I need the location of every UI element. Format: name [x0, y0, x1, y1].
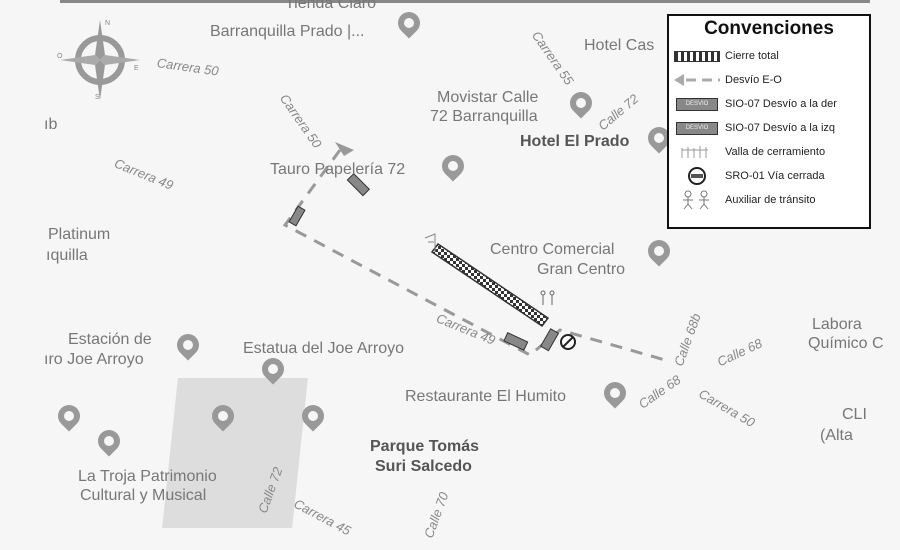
place-label[interactable]: Suri Salcedo	[375, 458, 472, 475]
place-label[interactable]: Estatua del Joe Arroyo	[243, 340, 404, 357]
legend-label: Desvío E-O	[725, 74, 782, 86]
fence-icon	[424, 233, 436, 252]
detour-sign-icon	[539, 328, 560, 352]
traffic-assistant-icon	[669, 190, 725, 210]
fence-icon	[669, 144, 725, 160]
place-label[interactable]: Labora	[812, 316, 862, 333]
legend-label: Valla de cerramiento	[725, 146, 826, 158]
closure-segment	[430, 242, 550, 328]
place-label[interactable]: Parque Tomás	[370, 438, 480, 455]
compass-n: N	[105, 20, 110, 27]
legend: Convenciones Cierre total Desvío E-O DES…	[667, 14, 871, 229]
top-border	[60, 0, 870, 3]
compass-rose-icon: N S E O	[57, 20, 140, 101]
no-entry-icon	[560, 334, 576, 350]
detour-route	[282, 149, 666, 362]
detour-sign-icon	[288, 205, 306, 227]
place-label[interactable]: Químico C	[808, 335, 884, 352]
place-label[interactable]: Movistar Calle	[437, 89, 539, 106]
legend-item: Valla de cerramiento	[669, 140, 869, 164]
legend-label: Cierre total	[725, 50, 779, 62]
place-label[interactable]: Hotel El Prado	[520, 133, 630, 150]
place-label[interactable]: ıquilla	[46, 247, 88, 264]
detour-left-sign-icon: DESVIO	[669, 121, 725, 135]
place-label[interactable]: ıro Joe Arroyo	[44, 351, 144, 368]
legend-item: Auxiliar de tránsito	[669, 188, 869, 212]
compass-s: S	[95, 94, 100, 101]
place-label[interactable]: Restaurante El Humito	[405, 388, 566, 405]
legend-label: SIO-07 Desvío a la izq	[725, 122, 836, 134]
place-label: ıb	[44, 116, 58, 133]
legend-label: Auxiliar de tránsito	[725, 194, 816, 206]
legend-title: Convenciones	[704, 18, 834, 39]
place-label[interactable]: Centro Comercial	[490, 241, 615, 258]
place-label[interactable]: Gran Centro	[537, 261, 626, 278]
legend-item: Cierre total	[669, 44, 869, 68]
legend-item: Desvío E-O	[669, 68, 869, 92]
place-label[interactable]: La Troja Patrimonio	[78, 468, 217, 485]
place-label[interactable]: 72 Barranquilla	[430, 108, 538, 125]
detour-sign-icon	[503, 332, 529, 351]
place-label[interactable]: Hotel Cas	[584, 37, 655, 54]
compass-e: E	[134, 65, 139, 72]
legend-label: SIO-07 Desvío a la der	[725, 98, 837, 110]
legend-item: SRO-01 Vía cerrada	[669, 164, 869, 188]
place-label[interactable]: Estación de	[68, 331, 152, 348]
detour-sign-icon	[346, 172, 371, 197]
place-label[interactable]: (Alta	[820, 427, 853, 444]
detour-right-sign-icon: DESVIO	[669, 97, 725, 111]
place-label[interactable]: CLI	[842, 406, 867, 423]
detour-arrow-icon	[335, 142, 354, 156]
dashed-arrow-icon	[669, 74, 725, 86]
place-label[interactable]: Platinum	[48, 226, 111, 243]
place-label[interactable]: Tauro Papelería 72	[270, 161, 406, 178]
closure-checker-icon	[669, 50, 725, 62]
place-label[interactable]: Cultural y Musical	[80, 487, 207, 504]
place-label[interactable]: Tienda Claro	[285, 0, 377, 12]
no-entry-icon	[669, 166, 725, 186]
traffic-assistant-icon	[540, 290, 555, 305]
compass-o: O	[57, 53, 63, 60]
place-label[interactable]: Barranquilla Prado |...	[210, 23, 365, 40]
legend-label: SRO-01 Vía cerrada	[725, 170, 825, 182]
